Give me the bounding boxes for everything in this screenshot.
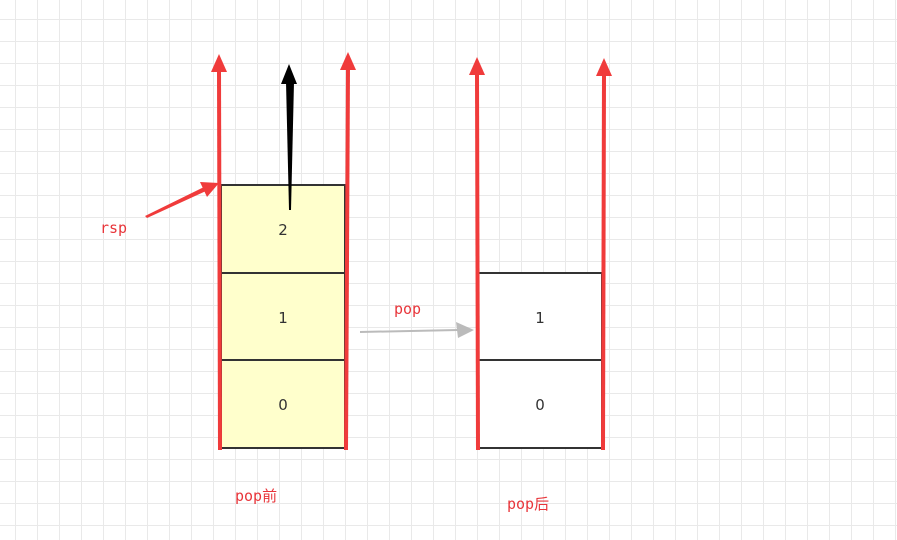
stack-before-cell-1 xyxy=(220,272,346,361)
stack-after-cell-0-label: 0 xyxy=(535,396,545,414)
pop-direction-arrow xyxy=(281,64,297,210)
rsp-label: rsp xyxy=(100,219,127,237)
stack-before-right-wall-arrow xyxy=(340,52,356,451)
stack-before: 2 1 0 xyxy=(220,184,346,449)
stack-after-cell-0 xyxy=(477,359,603,449)
stack-after: 1 0 xyxy=(477,272,603,449)
caption-after: pop后 xyxy=(507,495,549,513)
rsp-pointer-arrow xyxy=(145,182,219,218)
stack-after-cell-1-label: 1 xyxy=(535,309,545,327)
stack-before-cell-2-label: 2 xyxy=(278,221,288,239)
pop-operation-arrow xyxy=(360,322,474,338)
stack-before-cell-1-label: 1 xyxy=(278,309,288,327)
stack-after-left-wall-arrow xyxy=(469,57,485,451)
caption-before: pop前 xyxy=(235,487,277,505)
stack-before-cell-0 xyxy=(220,359,346,449)
stack-before-left-wall-arrow xyxy=(211,54,227,451)
stack-before-cell-2 xyxy=(220,184,346,274)
pop-operation-label: pop xyxy=(394,300,421,318)
stack-before-cell-0-label: 0 xyxy=(278,396,288,414)
stack-after-right-wall-arrow xyxy=(596,58,612,451)
